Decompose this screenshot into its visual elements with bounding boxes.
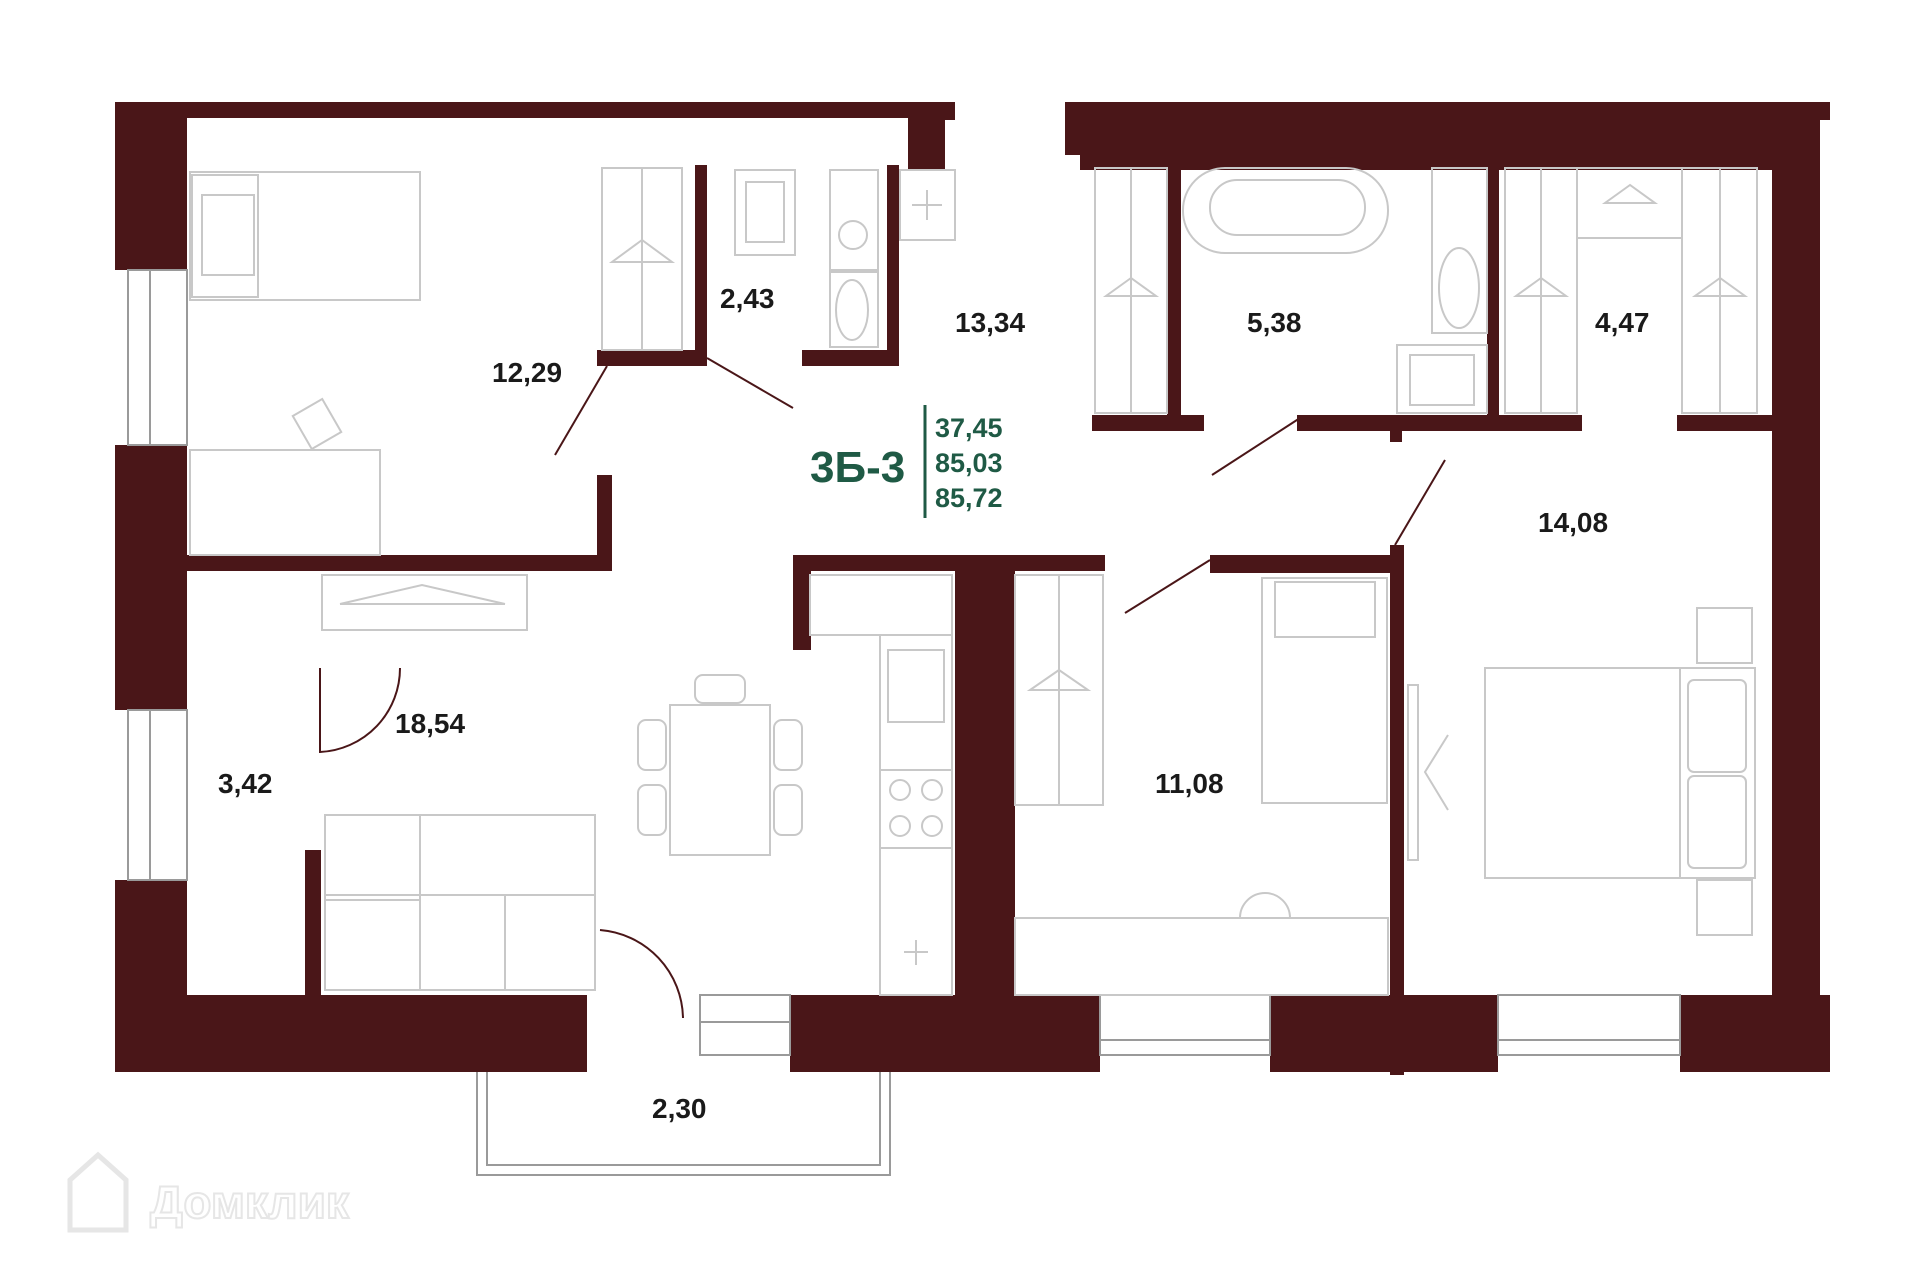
apartment-area-total: 85,03 (935, 448, 1003, 478)
room-area-wc: 2,43 (720, 283, 775, 314)
room-area-bedroom-right: 14,08 (1538, 507, 1608, 538)
watermark-text: Домклик (150, 1176, 350, 1228)
room-area-balcony: 2,30 (652, 1093, 707, 1124)
room-area-bathroom: 5,38 (1247, 307, 1302, 338)
room-area-kitchen-living: 18,54 (395, 708, 465, 739)
apartment-code: 3Б-3 (810, 443, 905, 492)
apartment-info: 3Б-3 37,45 85,03 85,72 (810, 405, 1003, 518)
window-left-bottom (127, 709, 188, 881)
room-area-hall: 13,34 (955, 307, 1025, 338)
apartment-area-full: 85,72 (935, 483, 1003, 513)
window-left-top (127, 269, 188, 446)
balcony-outline (476, 1072, 891, 1176)
walls (115, 102, 1830, 1075)
apartment-area-living: 37,45 (935, 413, 1003, 443)
room-area-wardrobe: 4,47 (1595, 307, 1650, 338)
room-area-bedroom-middle: 11,08 (1155, 768, 1224, 799)
room-labels: 12,29 2,43 13,34 5,38 4,47 14,08 18,54 3… (218, 283, 1650, 1124)
room-area-loggia-side: 3,42 (218, 768, 273, 799)
windows (127, 269, 1681, 1056)
window-balcony-door (699, 994, 791, 1056)
watermark: Домклик (67, 1151, 351, 1233)
furniture (189, 167, 1758, 996)
doors (319, 357, 1446, 1019)
window-bottom-mid (1099, 994, 1271, 1056)
window-bottom-right (1497, 994, 1681, 1056)
domclick-logo-icon (67, 1151, 129, 1233)
room-area-bedroom-top-left: 12,29 (492, 357, 562, 388)
